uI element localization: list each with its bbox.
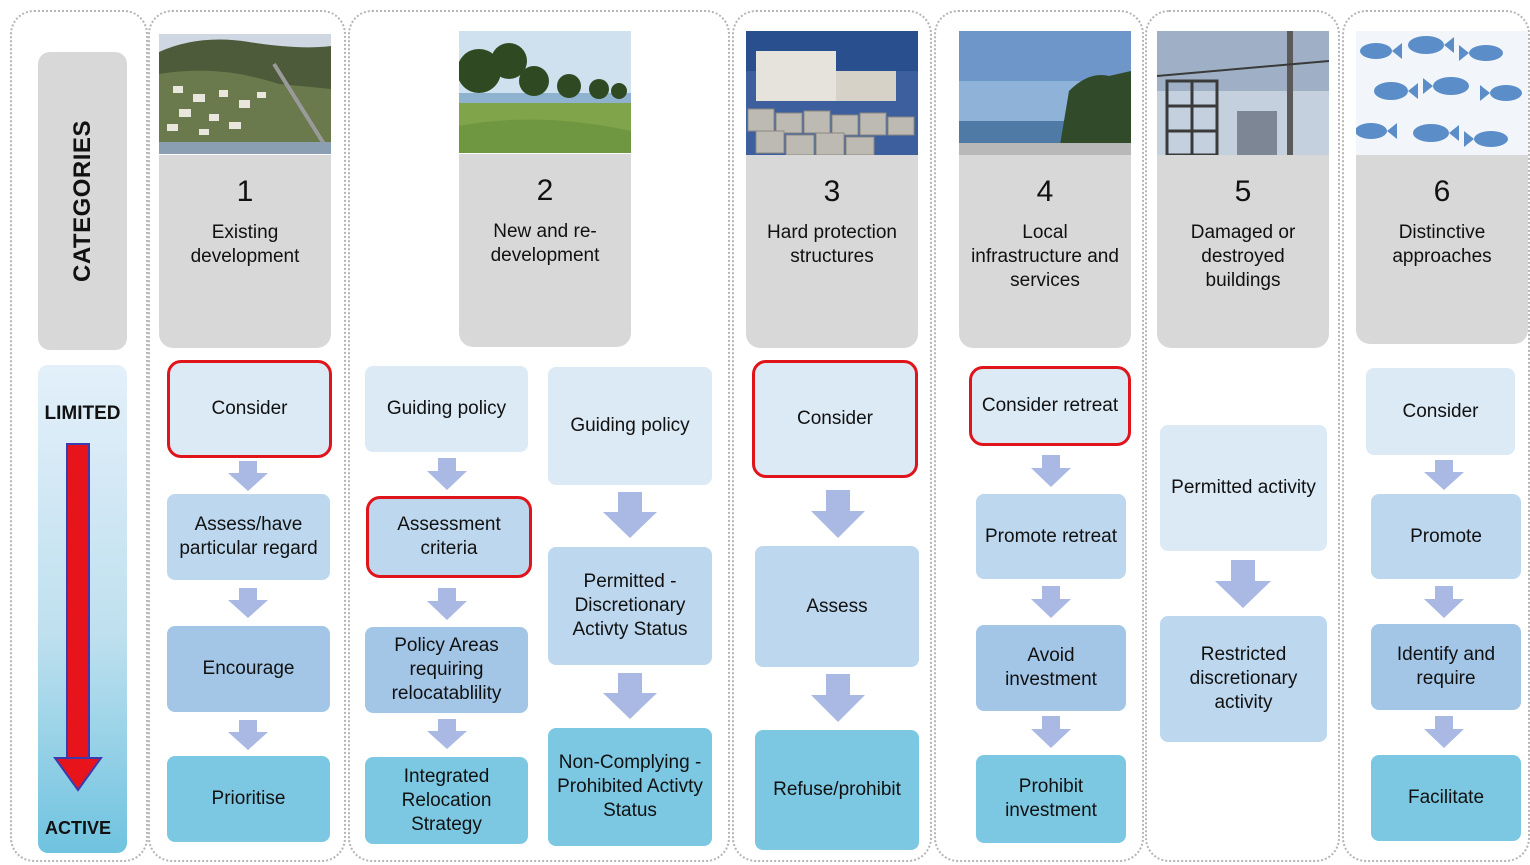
down-arrow-icon [811,490,865,538]
categories-header [38,52,127,350]
step-1-encourage: Encourage [167,626,330,712]
down-arrow-icon [1424,716,1464,748]
step-6-promote: Promote [1371,494,1521,579]
step-3-consider: Consider [752,360,918,478]
category-header-4: 4 Local infrastructure and services [959,155,1131,348]
down-arrow-icon [811,674,865,722]
category-name-3: Hard protection structures [767,222,897,267]
category-name-1: Existing development [190,222,300,267]
limited-to-active-arrow [52,440,104,800]
coastal-road-photo [959,31,1131,155]
category-number-3: 3 [823,175,841,208]
seawall-blocks-photo [746,31,918,155]
category-name-6: Distinctive approaches [1392,222,1492,267]
down-arrow-icon [1424,460,1464,490]
category-number-1: 1 [236,175,254,208]
step-2a-assessment-criteria: Assessment criteria [366,496,532,578]
down-arrow-icon [228,588,268,618]
category-number-6: 6 [1433,175,1451,208]
step-1-consider: Consider [167,360,332,458]
step-6-identify-require: Identify and require [1371,624,1521,710]
down-arrow-icon [1031,586,1071,618]
down-arrow-icon [603,673,657,719]
active-label: ACTIVE [44,818,111,838]
categories-title-wrap: CATEGORIES [38,52,127,350]
category-header-1: 1 Existing development [159,155,331,348]
step-3-refuse-prohibit: Refuse/prohibit [755,730,919,850]
down-arrow-icon [603,492,657,538]
down-arrow-icon [1031,716,1071,748]
step-6-consider: Consider [1366,368,1515,455]
step-2a-policy-areas: Policy Areas requiring relocatablility [365,627,528,713]
step-5-permitted-activity: Permitted activity [1160,425,1327,551]
step-1-prioritise: Prioritise [167,756,330,842]
coastal-park-photo [459,31,631,153]
limited-label: LIMITED [44,403,121,424]
category-number-2: 2 [536,174,554,207]
fish-pattern-photo [1356,31,1528,155]
step-4-promote-retreat: Promote retreat [976,494,1126,579]
category-header-5: 5 Damaged or destroyed buildings [1157,155,1329,348]
category-name-4: Local infrastructure and services [971,222,1119,291]
construction-site-photo [1157,31,1329,155]
down-arrow-icon [1424,586,1464,618]
category-header-6: 6 Distinctive approaches [1356,155,1528,344]
down-arrow-icon [427,719,467,749]
down-arrow-icon [1215,560,1271,608]
step-4-consider-retreat: Consider retreat [969,366,1131,446]
down-arrow-icon [1031,455,1071,487]
category-header-3: 3 Hard protection structures [746,155,918,348]
category-header-2: 2 New and re-development [459,154,631,347]
step-2b-non-complying: Non-Complying - Prohibited Activty Statu… [548,728,712,846]
hillside-houses-photo [159,34,331,154]
step-2a-integrated-relocation: Integrated Relocation Strategy [365,757,528,844]
categories-title: CATEGORIES [68,120,96,282]
category-name-2: New and re-development [490,221,600,266]
down-arrow-icon [427,458,467,490]
category-number-4: 4 [1036,175,1054,208]
step-6-facilitate: Facilitate [1371,755,1521,841]
step-2a-guiding-policy: Guiding policy [365,366,528,452]
step-4-avoid-investment: Avoid investment [976,625,1126,711]
step-3-assess: Assess [755,546,919,667]
step-1-assess: Assess/have particular regard [167,494,330,580]
step-2b-permitted-discretionary: Permitted - Discretionary Activty Status [548,547,712,665]
category-number-5: 5 [1234,175,1252,208]
down-arrow-icon [427,588,467,620]
step-2b-guiding-policy: Guiding policy [548,367,712,485]
step-4-prohibit-investment: Prohibit investment [976,755,1126,843]
category-name-5: Damaged or destroyed buildings [1190,222,1296,291]
down-arrow-icon [228,461,268,491]
step-5-restricted-discretionary: Restricted discretionary activity [1160,616,1327,742]
down-arrow-icon [228,720,268,750]
